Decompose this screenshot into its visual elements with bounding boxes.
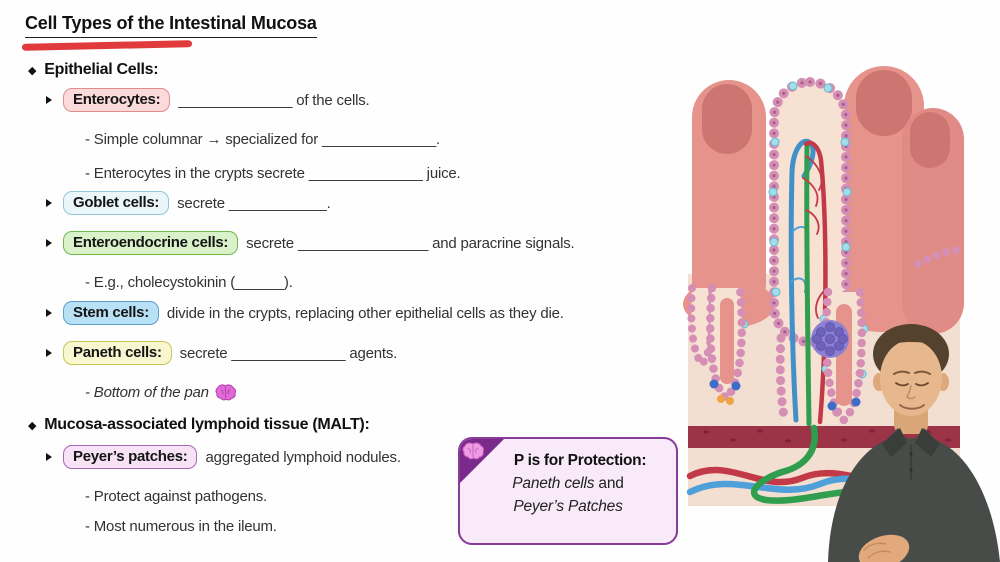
note-simple-columnar: - Simple columnar → specialized for ____…: [85, 130, 441, 148]
page-title: Cell Types of the Intestinal Mucosa: [25, 13, 317, 38]
goblet-chip: Goblet cells:: [63, 191, 170, 215]
bullet-goblet-cells: Goblet cells: secrete ____________.: [46, 189, 331, 217]
enterocytes-chip: Enterocytes:: [63, 88, 171, 112]
brain-icon: [215, 383, 236, 400]
callout-heading: P is for Protection:: [513, 452, 647, 469]
diamond-bullet-icon: ◆: [28, 64, 37, 77]
presenter-video-overlay: [828, 324, 1000, 562]
heading-malt: ◆ Mucosa-associated lymphoid tissue (MAL…: [28, 411, 370, 439]
triangle-bullet-icon: [46, 453, 52, 461]
bullet-enteroendocrine-cells: Enteroendocrine cells: secrete _________…: [46, 229, 575, 257]
note-ileum: - Most numerous in the ileum.: [85, 517, 277, 535]
enterocytes-text: ______________ of the cells.: [178, 91, 370, 109]
stem-chip: Stem cells:: [63, 301, 159, 325]
heading-epithelial-cells: ◆ Epithelial Cells:: [28, 56, 159, 84]
diamond-bullet-icon: ◆: [28, 419, 37, 432]
bullet-peyers-patches: Peyer’s patches: aggregated lymphoid nod…: [46, 443, 401, 471]
triangle-bullet-icon: [46, 96, 52, 104]
peyers-chip: Peyer’s patches:: [63, 445, 198, 469]
bullet-paneth-cells: Paneth cells: secrete ______________ age…: [46, 339, 397, 367]
paneth-chip: Paneth cells:: [63, 341, 172, 365]
mnemonic-callout: P is for Protection: Paneth cells and Pe…: [458, 437, 678, 545]
triangle-bullet-icon: [46, 199, 52, 207]
bullet-stem-cells: Stem cells: divide in the crypts, replac…: [46, 299, 564, 327]
peyers-text: aggregated lymphoid nodules.: [205, 448, 401, 466]
note-protect: - Protect against pathogens.: [85, 487, 268, 505]
note-cck: - E.g., cholecystokinin (______).: [85, 273, 293, 291]
triangle-bullet-icon: [46, 309, 52, 317]
paneth-text: secrete ______________ agents.: [179, 344, 398, 362]
goblet-text: secrete ____________.: [177, 194, 331, 212]
enteroendocrine-chip: Enteroendocrine cells:: [63, 231, 239, 255]
triangle-bullet-icon: [46, 239, 52, 247]
red-marker-underline: [21, 40, 193, 51]
bullet-enterocytes: Enterocytes: ______________ of the cells…: [46, 86, 370, 114]
callout-line-2: Peyer’s Patches: [513, 498, 623, 515]
brain-icon: [462, 442, 484, 460]
heading-text: Mucosa-associated lymphoid tissue (MALT)…: [44, 416, 370, 433]
heading-text: Epithelial Cells:: [44, 61, 159, 78]
stem-text: divide in the crypts, replacing other ep…: [166, 304, 564, 322]
triangle-bullet-icon: [46, 349, 52, 357]
note-bottom-of-pan: - Bottom of the pan: [85, 378, 236, 406]
enteroendocrine-text: secrete ________________ and paracrine s…: [246, 234, 575, 252]
note-crypts-secrete: - Enterocytes in the crypts secrete ____…: [85, 164, 461, 182]
callout-line-1: Paneth cells and: [512, 475, 624, 492]
